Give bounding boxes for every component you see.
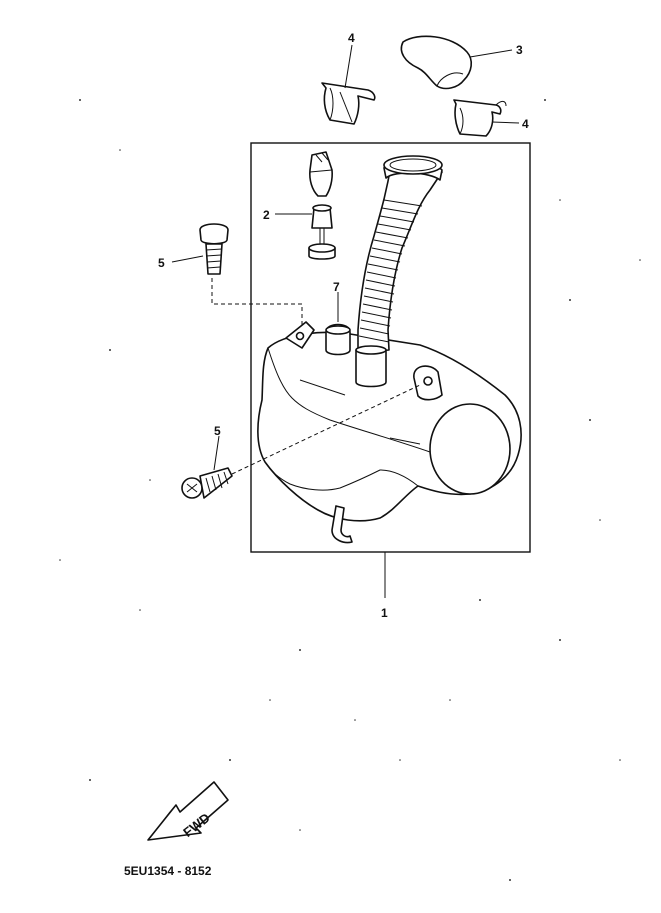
- scan-speckles: [59, 99, 641, 881]
- drain-plug-assembly: [308, 151, 336, 260]
- oil-tank: [257, 321, 522, 544]
- callout-cap: 3: [516, 43, 523, 57]
- bolt-upper: [199, 223, 229, 275]
- tank-assembly-frame: [250, 142, 531, 553]
- leader-line-clip-right: [491, 121, 520, 124]
- document-id: 5EU1354 - 8152: [124, 864, 212, 878]
- callout-clip-right: 4: [522, 117, 529, 131]
- filler-hose: [355, 155, 443, 388]
- assembly-dashed-line-upper: [211, 278, 303, 330]
- leader-line-bolt-upper: [171, 255, 204, 263]
- clip-right: [453, 99, 507, 137]
- bolt-lower: [181, 467, 233, 499]
- leader-line-cap: [469, 49, 513, 58]
- callout-clip-left: 4: [348, 31, 355, 45]
- callout-bolt-lower: 5: [214, 424, 221, 438]
- callout-tank: 1: [381, 606, 388, 620]
- callout-seven: 7: [333, 280, 340, 294]
- cap: [400, 35, 473, 90]
- leader-line-clip-left: [344, 44, 353, 89]
- callout-bolt-upper: 5: [158, 256, 165, 270]
- callout-drain-plug: 2: [263, 208, 270, 222]
- forward-direction-arrow: FWD: [147, 781, 229, 841]
- clip-left: [321, 82, 376, 125]
- leader-line-bolt-lower: [213, 435, 220, 471]
